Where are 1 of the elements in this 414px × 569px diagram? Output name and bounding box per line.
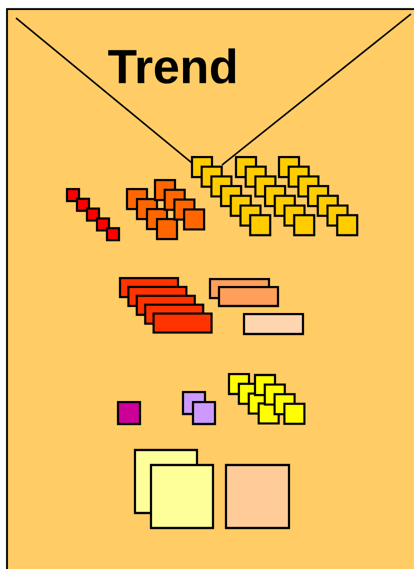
title: Trend (108, 48, 236, 84)
